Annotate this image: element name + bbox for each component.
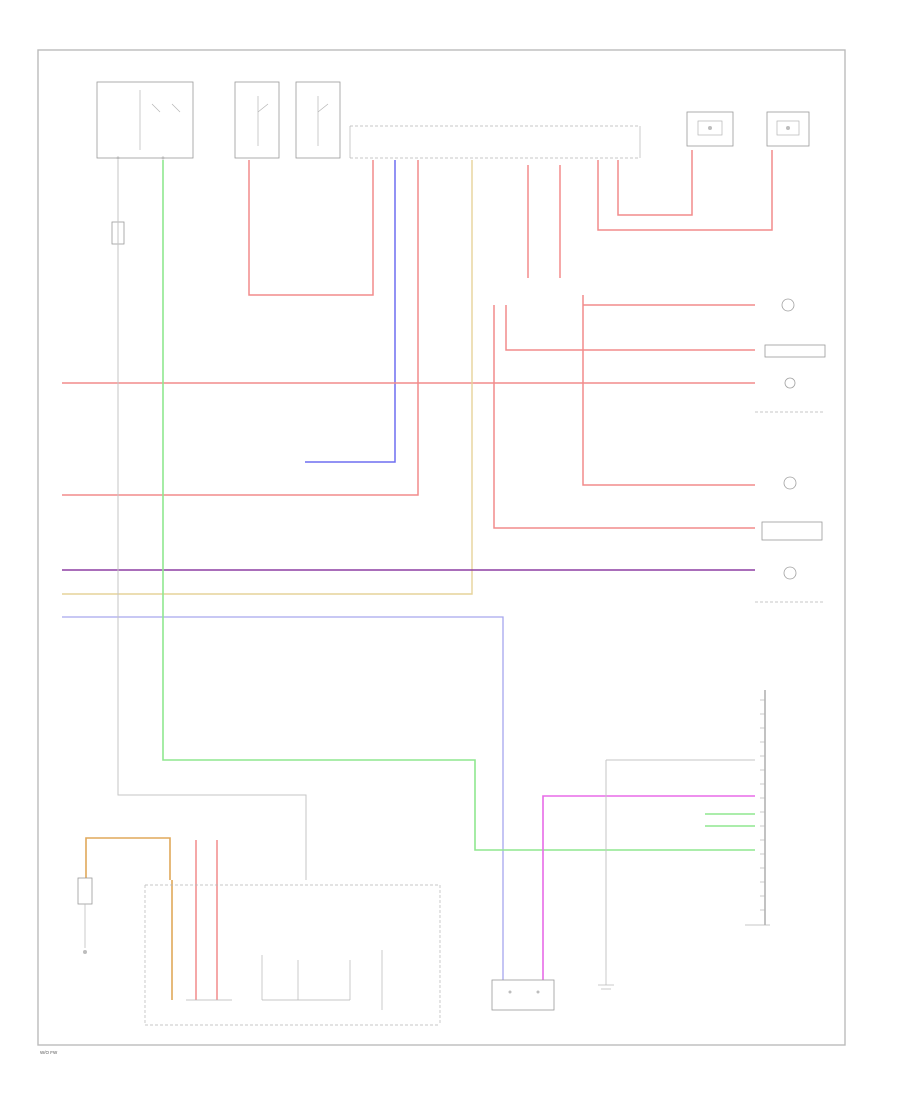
control-module-pinstrip [745,690,770,926]
front-lamp-connector-left [686,111,734,147]
footer-tag: W/O FW [40,1050,58,1055]
junction-connector-row [349,125,641,159]
wire-harness [62,150,773,1000]
lower-left-fuse [77,877,93,954]
top-left-module [96,81,194,160]
lower-center-module [491,979,555,1011]
relay-module-b [295,81,341,159]
front-lamp-connector-right [766,111,810,147]
lamp-symbols [755,298,826,603]
relay-module-a [234,81,280,159]
ground-symbol [598,970,614,990]
diagram-frame [37,49,846,1046]
power-supply-block [144,884,441,1026]
